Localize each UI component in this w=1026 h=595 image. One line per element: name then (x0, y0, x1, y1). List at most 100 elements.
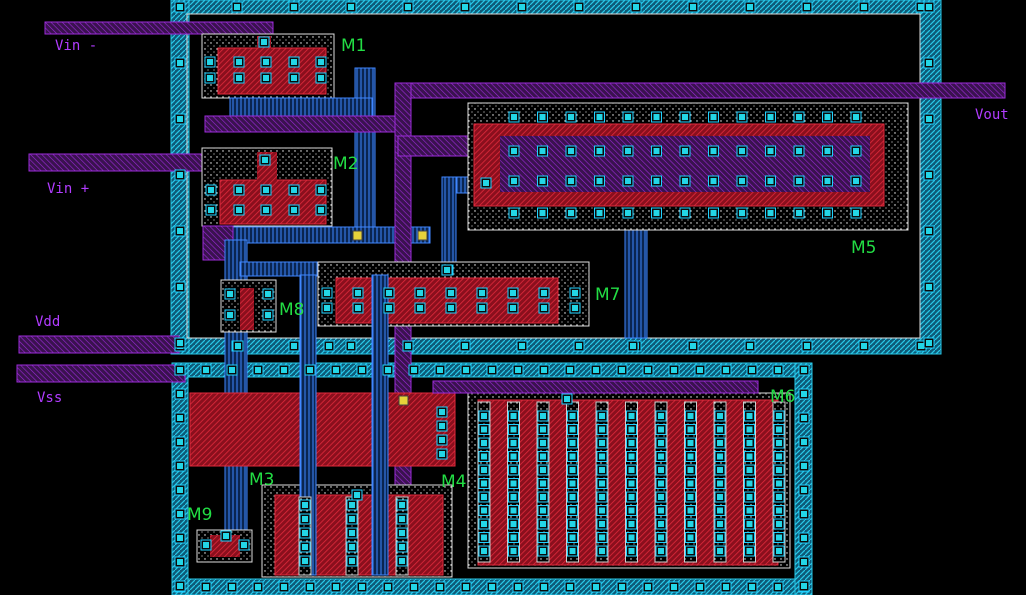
contact-core (236, 59, 242, 65)
contact-core (746, 521, 753, 527)
contact-core (539, 148, 546, 154)
contact-core (710, 148, 717, 154)
contact-core (926, 60, 932, 66)
contact-core (439, 437, 445, 443)
contact-core (481, 534, 487, 541)
contact-core (926, 172, 932, 178)
contact-core (593, 584, 599, 590)
contact-core (717, 440, 723, 446)
contact-core (568, 178, 574, 184)
contact-core (539, 114, 546, 120)
contact-core (801, 535, 807, 541)
contact-core (223, 533, 229, 539)
contact-core (481, 494, 487, 500)
contact-core (801, 511, 807, 517)
contact-core (385, 584, 391, 590)
contact-core (717, 480, 723, 487)
contact-core (463, 367, 469, 373)
contact-core (776, 453, 782, 460)
device-m1-label: M1 (341, 36, 367, 56)
contact-core (926, 4, 932, 10)
contact-core (746, 453, 753, 460)
contact-core (576, 4, 582, 10)
contact-array (174, 1, 935, 593)
contact-core (177, 463, 183, 469)
contact-core (540, 507, 546, 514)
contact-core (653, 178, 660, 184)
contact-core (804, 343, 810, 349)
contact-core (177, 116, 183, 122)
contact-core (291, 187, 297, 193)
contact-core (628, 548, 635, 554)
contact-core (596, 114, 603, 120)
pin-vss-label[interactable]: Vss (37, 390, 63, 406)
contact-core (747, 343, 753, 349)
contact-core (235, 343, 241, 349)
contact-core (510, 534, 517, 541)
contact-core (386, 290, 392, 296)
contact-core (291, 343, 297, 349)
contact-core (569, 413, 576, 419)
contact-core (801, 463, 807, 469)
contact-core (746, 413, 753, 419)
pin-vout-label[interactable]: Vout (975, 107, 1009, 123)
pin-vin-minus-label[interactable]: Vin - (55, 38, 98, 54)
contact-core (653, 148, 660, 154)
contact-core (569, 494, 576, 500)
contact-core (926, 284, 932, 290)
contact-core (717, 467, 723, 473)
contact-core (599, 534, 605, 541)
contact-core (658, 480, 664, 487)
contact-core (853, 114, 859, 120)
contact-core (359, 584, 365, 590)
contact-core (628, 480, 635, 487)
contact-core (746, 548, 753, 554)
contact-core (776, 480, 782, 487)
contact-core (241, 542, 247, 548)
contact-core (515, 584, 521, 590)
contact-core (861, 343, 867, 349)
contact-core (599, 480, 605, 487)
contact-core (596, 210, 603, 216)
contact-core (569, 507, 576, 514)
contact-core (207, 59, 213, 65)
contact-core (717, 534, 723, 541)
device-m3-label: M3 (249, 470, 275, 490)
contact-core (229, 367, 235, 373)
contact-core (540, 426, 546, 433)
contact-core (437, 367, 443, 373)
contact-core (697, 584, 703, 590)
contact-core (717, 413, 723, 419)
transistor-m8[interactable] (220, 279, 277, 333)
contact-core (318, 59, 324, 65)
contact-core (599, 440, 605, 446)
contact-core (599, 548, 605, 554)
contact-core (569, 467, 576, 473)
contact-core (804, 4, 810, 10)
contact-core (767, 178, 774, 184)
contact-core (926, 340, 932, 346)
contact-core (177, 583, 183, 589)
contact-core (481, 453, 487, 460)
device-m8-label: M8 (279, 300, 305, 320)
contact-core (177, 284, 183, 290)
contact-core (776, 548, 782, 554)
contact-core (462, 343, 468, 349)
contact-core (824, 210, 831, 216)
contact-core (671, 584, 677, 590)
contact-core (437, 584, 443, 590)
contact-core (439, 451, 445, 457)
contact-core (348, 343, 354, 349)
contact-core (776, 413, 782, 419)
contact-core (302, 502, 308, 508)
contact-core (263, 187, 269, 193)
contact-core (263, 59, 269, 65)
contact-core (510, 440, 517, 446)
contact-core (177, 391, 183, 397)
contact-core (776, 507, 782, 514)
contact-core (746, 467, 753, 473)
contact-core (399, 530, 405, 536)
contact-core (767, 114, 774, 120)
pin-vin-plus-label[interactable]: Vin + (47, 181, 90, 197)
pin-vdd-label[interactable]: Vdd (35, 314, 61, 330)
